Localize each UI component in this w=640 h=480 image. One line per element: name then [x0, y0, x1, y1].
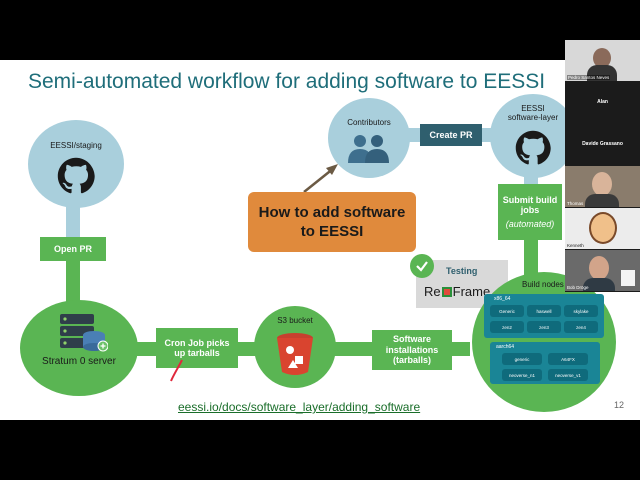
page-number: 12 [614, 400, 625, 410]
s3-bucket-icon [277, 333, 313, 375]
arch-zen3: zen3 [527, 321, 561, 333]
participant-shirt [585, 194, 619, 207]
connector-staging [66, 200, 80, 242]
participant-avatar [589, 256, 609, 280]
participant-name: Bob Dröge [567, 285, 589, 290]
arch-neoverse-n1: neoverse_n1 [502, 369, 542, 381]
participant-name: Kenneth [567, 243, 584, 248]
callout-arrow [303, 164, 338, 193]
participant-tile-alan[interactable]: Alan [565, 82, 640, 123]
participant-avatar [592, 172, 612, 196]
docs-link[interactable]: eessi.io/docs/software_layer/adding_soft… [178, 400, 421, 414]
arch-haswell: haswell [527, 305, 561, 317]
participant-tile-kenneth[interactable]: Kenneth [565, 208, 640, 249]
slide: Semi-automated workflow for adding softw… [0, 60, 640, 420]
annotation-stroke [170, 359, 183, 382]
contributors-label: Contributors [347, 118, 391, 127]
x86-title: x86_64 [494, 296, 511, 302]
participant-name: Thomas [567, 201, 584, 206]
participant-tile-pedro[interactable]: Pedro Santos Neves [565, 40, 640, 81]
s3-label: S3 bucket [277, 316, 313, 325]
reframe-square-icon [441, 287, 452, 297]
reframe-text-a: Re [424, 284, 441, 299]
software-layer-node[interactable]: EESSI software-layer [490, 94, 576, 178]
build-nodes-node[interactable]: Build nodes x86_64 Generic haswell skyla… [472, 272, 616, 412]
aarch64-group: aarch64 generic A64FX neoverse_n1 neover… [490, 342, 600, 384]
participant-shirt [583, 278, 615, 291]
github-icon-2 [515, 130, 551, 165]
server-icon [60, 314, 108, 352]
aarch64-title: aarch64 [496, 344, 515, 350]
users-icon [348, 135, 389, 163]
arch-zen4: zen4 [564, 321, 598, 333]
s3-bucket-node[interactable]: S3 bucket [254, 306, 336, 388]
submit-jobs-text: Submit build jobs [502, 194, 558, 216]
contributors-node[interactable]: Contributors [328, 98, 410, 178]
cartoon-avatar-icon [589, 212, 617, 244]
arch-generic: Generic [490, 305, 524, 317]
participant-tile-bob[interactable]: Bob Dröge [565, 250, 640, 291]
testing-label: Testing [446, 266, 478, 276]
participant-panel: Pedro Santos Neves Alan Davide Grassano … [565, 40, 640, 292]
logo-icon [621, 270, 635, 286]
participant-shirt [587, 65, 617, 81]
github-icon [57, 157, 95, 194]
staging-node[interactable]: EESSI/staging [28, 120, 124, 208]
slide-title: Semi-automated workflow for adding softw… [28, 70, 546, 93]
stratum0-node[interactable]: Stratum 0 server [20, 300, 138, 396]
submit-automated-text: (automated) [505, 218, 555, 229]
arch-a64fx: A64FX [548, 353, 588, 365]
check-icon [410, 254, 434, 278]
create-pr-label: Create PR [420, 124, 482, 146]
participant-name: Alan [597, 99, 608, 105]
connector-stratum0 [66, 260, 80, 306]
participant-avatar [593, 48, 611, 68]
software-installations-label: Software installations (tarballs) [372, 330, 452, 370]
build-nodes-label: Build nodes [522, 280, 564, 289]
reframe-logo: Re Frame [424, 284, 490, 299]
participant-name: Davide Grassano [582, 141, 623, 147]
participant-name: Pedro Santos Neves [567, 75, 611, 80]
arch-aarch64-generic: generic [502, 353, 542, 365]
stratum0-label: Stratum 0 server [42, 356, 116, 367]
open-pr-label: Open PR [40, 237, 106, 261]
callout-box: How to add software to EESSI [248, 192, 416, 252]
x86-group: x86_64 Generic haswell skylake zen2 zen3… [484, 294, 604, 338]
participant-tile-davide[interactable]: Davide Grassano [565, 124, 640, 165]
participant-tile-thomas[interactable]: Thomas [565, 166, 640, 207]
staging-label: EESSI/staging [50, 141, 102, 150]
arch-skylake: skylake [564, 305, 598, 317]
submit-build-jobs-label: Submit build jobs (automated) [498, 184, 562, 240]
software-layer-label: EESSI software-layer [507, 104, 559, 123]
arch-zen2: zen2 [490, 321, 524, 333]
cron-job-label: Cron Job picks up tarballs [156, 328, 238, 368]
reframe-text-b: Frame [452, 284, 491, 299]
arch-neoverse-v1: neoverse_v1 [548, 369, 588, 381]
